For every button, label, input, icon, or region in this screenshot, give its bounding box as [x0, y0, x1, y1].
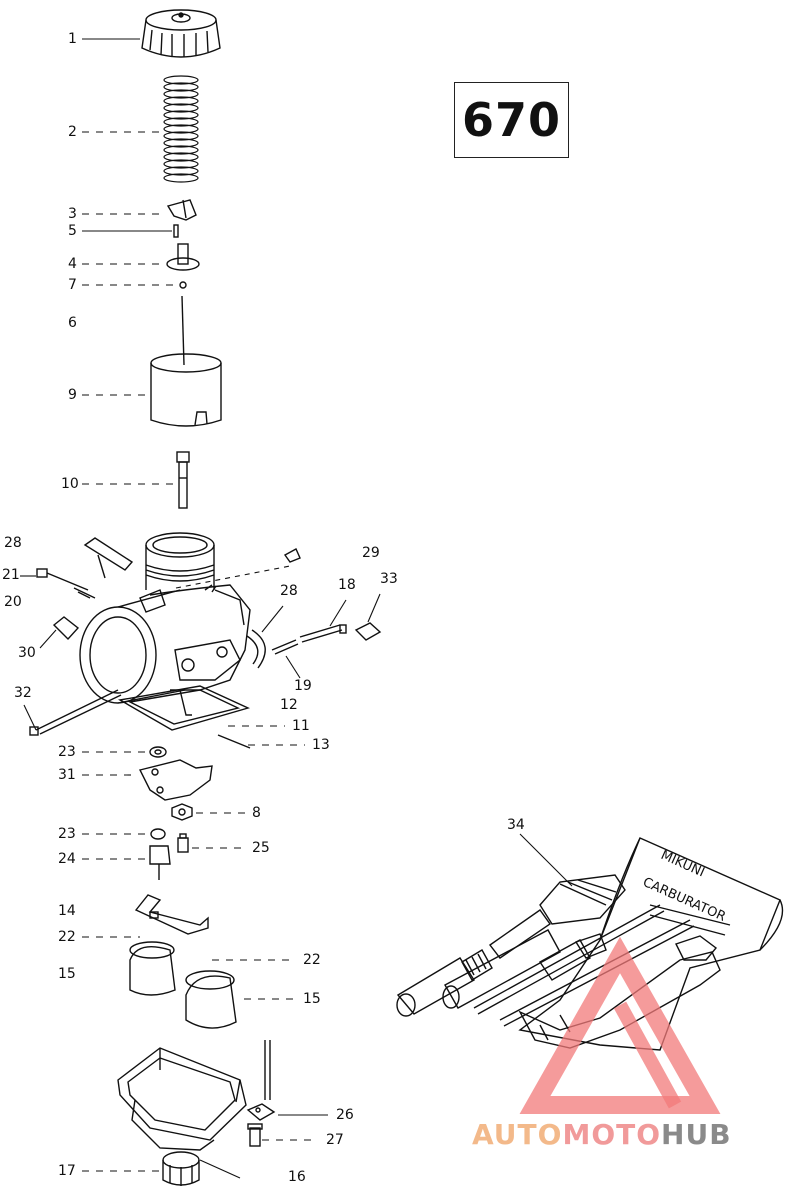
- part-vertical-rod: [264, 1040, 271, 1100]
- part-17-drain-plug: [162, 1151, 200, 1186]
- part-23-washer-upper: [149, 746, 167, 758]
- callout-28-left: 28: [4, 535, 22, 551]
- part-29-plug: [283, 548, 301, 563]
- callout-28-right: 28: [280, 583, 298, 599]
- watermark-part1: AUTO: [472, 1118, 563, 1151]
- part-21-screw: [36, 568, 96, 599]
- callout-16: 16: [288, 1169, 306, 1185]
- callout-3: 3: [68, 206, 77, 222]
- callout-17: 17: [58, 1163, 76, 1179]
- callout-6: 6: [68, 315, 77, 331]
- float-bowl: [117, 1047, 247, 1151]
- part-7-e-ring: [179, 281, 187, 289]
- part-33-cap: [354, 622, 382, 641]
- callout-30: 30: [18, 645, 36, 661]
- part-18-19-air-screw: [271, 624, 347, 655]
- callout-1: 1: [68, 31, 77, 47]
- callout-34: 34: [507, 817, 525, 833]
- callout-18: 18: [338, 577, 356, 593]
- part-15-float-left: [129, 941, 176, 996]
- callout-29: 29: [362, 545, 380, 561]
- callout-23-lower: 23: [58, 826, 76, 842]
- part-2-spring: [163, 75, 199, 183]
- part-5-clip: [173, 224, 179, 238]
- callout-11: 11: [292, 718, 310, 734]
- part-23-washer-lower: [150, 828, 166, 840]
- carburetor-body: [79, 532, 266, 749]
- part-9-throttle-slide: [150, 353, 222, 427]
- callout-10: 10: [61, 476, 79, 492]
- leader-lines: [20, 38, 573, 1179]
- part-27-screw: [247, 1123, 263, 1147]
- part-14-float-arm: [134, 894, 209, 935]
- part-32-long-screw: [29, 689, 122, 736]
- callout-33: 33: [380, 571, 398, 587]
- callout-27: 27: [326, 1132, 344, 1148]
- callout-31: 31: [58, 767, 76, 783]
- model-number-box: 670: [454, 82, 569, 158]
- callout-12: 12: [280, 697, 298, 713]
- callout-8: 8: [252, 805, 261, 821]
- watermark-part3: HUB: [661, 1118, 732, 1151]
- tool-pouch: [518, 837, 781, 1051]
- part-31-plate: [138, 759, 213, 801]
- part-15-float-right: [185, 970, 237, 1029]
- callout-20: 20: [4, 594, 22, 610]
- watermark-part2: MOTO: [562, 1118, 662, 1151]
- part-1-top-cap: [141, 9, 221, 58]
- callout-22-left: 22: [58, 929, 76, 945]
- callout-9: 9: [68, 387, 77, 403]
- part-24-jet-holder: [149, 845, 171, 880]
- callout-13: 13: [312, 737, 330, 753]
- socket-tool-1: [396, 957, 475, 1015]
- callout-7: 7: [68, 277, 77, 293]
- part-3-needle-plate: [166, 199, 197, 221]
- callout-22-right: 22: [303, 952, 321, 968]
- screwdriver: [539, 874, 626, 925]
- callout-2: 2: [68, 124, 77, 140]
- callout-24: 24: [58, 851, 76, 867]
- callout-5: 5: [68, 223, 77, 239]
- callout-32: 32: [14, 685, 32, 701]
- tool-kit-label-line1: MIKUNI: [658, 848, 706, 881]
- part-10-needle-jet: [176, 451, 190, 509]
- callout-15-left: 15: [58, 966, 76, 982]
- watermark-text: AUTOMOTOHUB: [472, 1118, 732, 1151]
- socket-tool-2: [444, 929, 561, 1009]
- part-25-jet: [177, 833, 189, 853]
- callout-14: 14: [58, 903, 76, 919]
- model-number: 670: [461, 93, 562, 147]
- callout-21: 21: [2, 567, 20, 583]
- part-30-plug: [52, 616, 80, 641]
- part-26-bracket: [246, 1103, 276, 1121]
- part-4-retainer: [166, 243, 200, 271]
- watermark-triangle-logo: [519, 936, 721, 1114]
- callout-26: 26: [336, 1107, 354, 1123]
- callout-15-right: 15: [303, 991, 321, 1007]
- part-8-nut: [171, 803, 193, 821]
- callout-25: 25: [252, 840, 270, 856]
- callout-19: 19: [294, 678, 312, 694]
- callout-23-upper: 23: [58, 744, 76, 760]
- callout-4: 4: [68, 256, 77, 272]
